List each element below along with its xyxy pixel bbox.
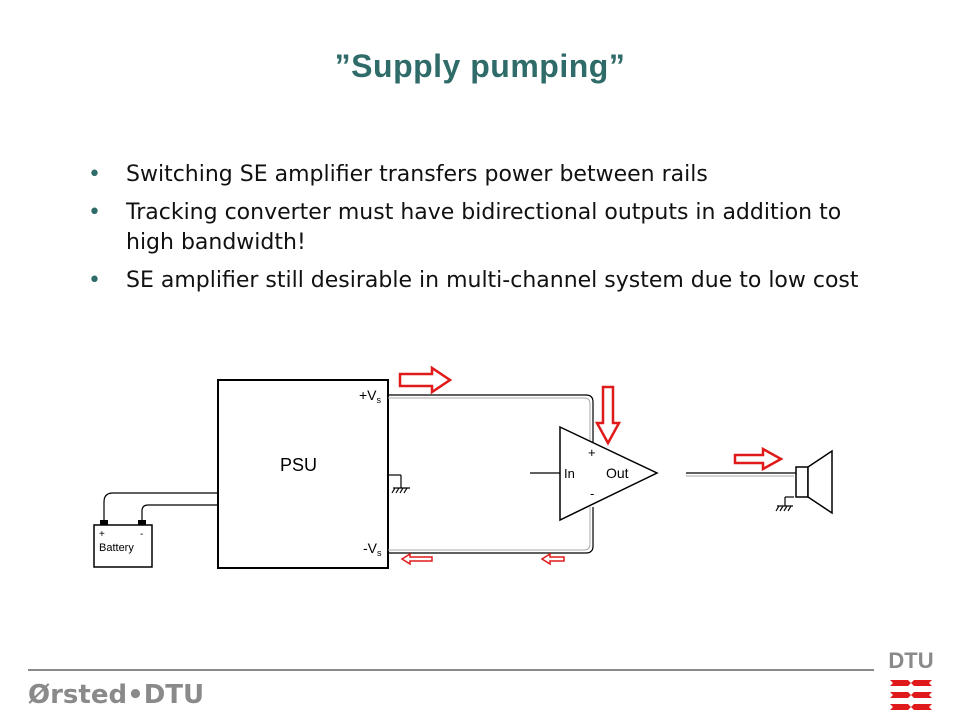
circuit-diagram: PSU +Vs -Vs + - In Out — [93, 365, 833, 569]
vs-positive-label: +Vs — [359, 387, 382, 405]
dtu-logo-mark-icon — [890, 680, 932, 710]
amp-minus-sign: - — [590, 486, 594, 501]
bullet-text: SE amplifier still desirable in multi-ch… — [126, 268, 859, 293]
power-flow-arrow-output — [733, 446, 784, 472]
dtu-logo-text: DTU — [888, 648, 934, 673]
psu-label: PSU — [280, 455, 317, 475]
bullet-marker: • — [88, 268, 101, 293]
footer-divider — [28, 669, 874, 671]
power-flow-arrow-negative-rail-2 — [540, 552, 565, 566]
bullet-text: Switching SE amplifier transfers power b… — [126, 162, 708, 187]
speaker-icon — [795, 449, 833, 515]
amp-output-label: Out — [606, 465, 629, 481]
bullet-marker: • — [88, 200, 101, 225]
bullet-marker: • — [88, 162, 101, 187]
battery-lead-positive — [103, 492, 218, 520]
battery-lead-negative — [141, 504, 218, 520]
bullet-item: • Tracking converter must have bidirecti… — [88, 198, 868, 258]
speaker-ground-symbol — [775, 496, 794, 512]
bullet-item: • SE amplifier still desirable in multi-… — [88, 266, 868, 296]
power-flow-arrow-amp-supply — [594, 385, 622, 446]
amp-plus-sign: + — [588, 445, 596, 460]
battery-label: Battery — [99, 542, 134, 554]
footer-brand: Ørsted•DTU — [28, 680, 205, 710]
slide-title: ”Supply pumping” — [334, 48, 626, 84]
bullet-text: Tracking converter must have bidirection… — [126, 200, 842, 255]
dtu-logo: DTU — [886, 648, 936, 714]
vs-negative-label: -Vs — [363, 540, 382, 558]
battery-body — [93, 524, 153, 568]
negative-rail-wire — [388, 507, 594, 554]
psu-ground-symbol — [388, 474, 410, 494]
positive-rail-wire — [388, 394, 594, 443]
power-flow-arrow-negative-rail-1 — [400, 552, 433, 566]
bullet-list: • Switching SE amplifier transfers power… — [88, 160, 868, 304]
amp-input-label: In — [564, 466, 575, 481]
power-flow-arrow-positive-rail — [398, 365, 453, 395]
battery-plus: + — [99, 529, 105, 540]
psu-box — [217, 379, 389, 569]
battery-minus: - — [140, 529, 143, 540]
bullet-item: • Switching SE amplifier transfers power… — [88, 160, 868, 190]
